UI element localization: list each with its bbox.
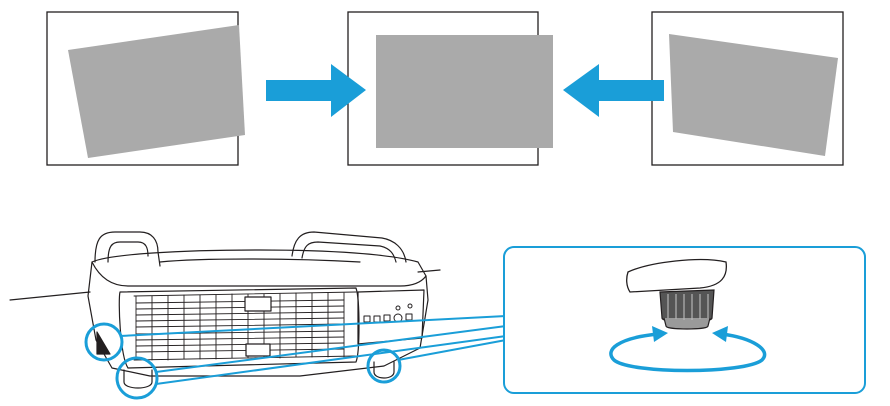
projector-underside-icon <box>626 258 728 293</box>
signal-cable <box>417 269 441 273</box>
projector-body <box>87 261 429 377</box>
air-vent-grille <box>133 291 357 361</box>
projector-top <box>91 249 427 277</box>
highlight-circle <box>366 348 402 384</box>
rear-right-foot-icon <box>373 361 395 379</box>
handle-left-icon <box>94 231 161 267</box>
highlight-circle <box>115 356 159 400</box>
rotate-arrowhead-right <box>712 326 728 342</box>
right-arrow-icon <box>266 64 366 117</box>
panel-tilted-right <box>651 11 844 166</box>
handle-right-inner <box>301 241 397 263</box>
arrow-left <box>563 64 664 117</box>
side-panel <box>357 289 425 345</box>
lens-cover-latch-icon <box>244 296 272 312</box>
arrow-right <box>266 64 366 117</box>
screen-image-corrected <box>376 35 553 148</box>
handle-left-inner <box>107 241 149 263</box>
projector-top-seam <box>159 258 361 263</box>
screen-image-tilted <box>669 34 838 156</box>
front-left-foot-icon <box>96 331 111 355</box>
left-arrow-icon <box>563 64 664 117</box>
callout-leader-lines <box>119 315 507 385</box>
rotate-arrow-icon <box>609 332 767 373</box>
highlight-circle <box>84 322 124 362</box>
panel-corrected <box>347 11 553 166</box>
adjustable-foot-icon <box>659 289 715 330</box>
rotate-arrowhead-left <box>652 326 668 342</box>
panel-tilted-left <box>46 11 245 166</box>
screen-image-tilted <box>68 25 245 158</box>
handle-right-icon <box>291 231 407 263</box>
foot-adjustment-callout <box>503 246 866 394</box>
foot-highlights <box>84 322 402 400</box>
control-buttons-icon <box>363 303 413 323</box>
power-cable <box>9 291 91 301</box>
projector-illustration <box>9 231 441 389</box>
front-foot-icon <box>123 369 153 389</box>
lower-latch-icon <box>245 343 271 357</box>
